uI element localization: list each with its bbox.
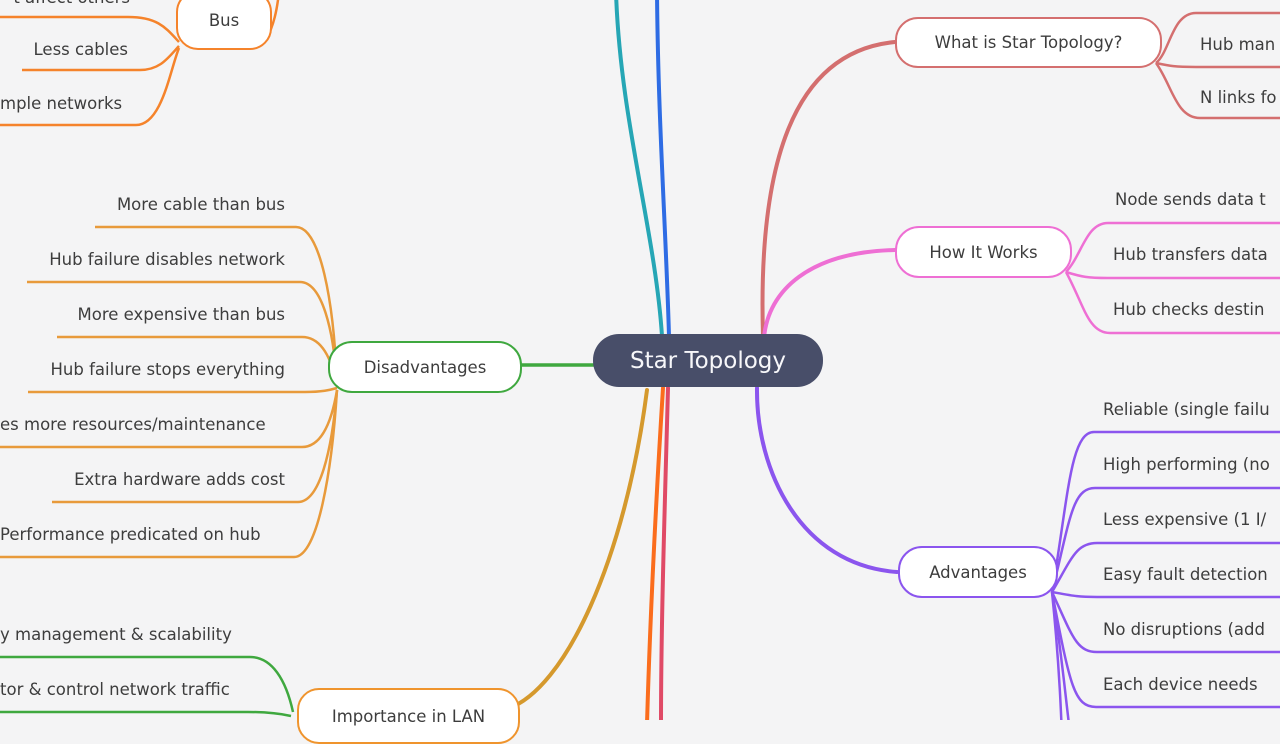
leaf-disadvantages-6[interactable]: Performance predicated on hub (0, 525, 261, 544)
link-advantages-offscreen-child-a (1050, 591, 1070, 720)
node-advantages-label: Advantages (929, 562, 1027, 582)
leaf-advantages-4[interactable]: No disruptions (add (1103, 620, 1265, 639)
link-advantages-offscreen-child-b (1050, 591, 1063, 720)
node-importance-in-lan[interactable]: Importance in LAN (297, 688, 520, 744)
underline-how-it-works-child-2 (1064, 271, 1280, 335)
node-how-it-works-label: How It Works (929, 242, 1038, 262)
node-what-is-star-topology[interactable]: What is Star Topology? (895, 17, 1162, 68)
node-bus-label: Bus (208, 10, 240, 30)
leaf-bus-1[interactable]: Less cables (33, 40, 128, 59)
underline-advantages-child-4 (1050, 591, 1280, 654)
leaf-how-it-works-0[interactable]: Node sends data t (1115, 190, 1266, 209)
leaf-advantages-1[interactable]: High performing (no (1103, 455, 1270, 474)
link-root-offscreen-orange (645, 386, 665, 720)
underline-disadvantages-child-6 (0, 389, 339, 559)
underline-how-it-works-child-0 (1065, 221, 1280, 273)
leaf-advantages-3[interactable]: Easy fault detection (1103, 565, 1268, 584)
link-root-importance (505, 388, 649, 711)
link-root-advantages (754, 386, 899, 574)
leaf-importance-1[interactable]: tor & control network traffic (0, 680, 230, 699)
underline-what-is-child-1 (1154, 62, 1280, 120)
node-star-topology-label: Star Topology (629, 347, 787, 374)
link-root-what-is (760, 40, 897, 338)
node-bus[interactable]: Bus (176, 0, 272, 50)
leaf-disadvantages-2[interactable]: More expensive than bus (77, 305, 285, 324)
underline-advantages-child-2 (1050, 541, 1280, 593)
leaf-advantages-2[interactable]: Less expensive (1 I/ (1103, 510, 1267, 529)
leaf-what-is-1[interactable]: N links fo (1200, 88, 1277, 107)
node-how-it-works[interactable]: How It Works (895, 226, 1072, 278)
underline-advantages-child-5 (1050, 591, 1280, 709)
leaf-bus-2[interactable]: mple networks (0, 94, 123, 113)
node-star-topology[interactable]: Star Topology (593, 334, 823, 387)
underline-bus-child-1 (22, 45, 180, 72)
underline-bus-child-2 (0, 47, 181, 127)
leaf-disadvantages-0[interactable]: More cable than bus (116, 195, 285, 214)
leaf-disadvantages-5[interactable]: Extra hardware adds cost (74, 470, 285, 489)
link-what-is-offscreen-child (1155, 11, 1280, 64)
leaf-importance-0[interactable]: y management & scalability (0, 625, 232, 644)
underline-how-it-works-child-1 (1065, 270, 1280, 280)
underline-advantages-child-0 (1050, 430, 1280, 593)
link-root-offscreen-teal (614, 0, 664, 338)
underline-advantages-child-1 (1050, 486, 1280, 593)
node-disadvantages[interactable]: Disadvantages (328, 341, 522, 393)
leaf-disadvantages-3[interactable]: Hub failure stops everything (50, 360, 285, 379)
link-root-how-it-works (762, 248, 897, 340)
leaf-disadvantages-1[interactable]: Hub failure disables network (49, 250, 285, 269)
leaf-how-it-works-1[interactable]: Hub transfers data (1113, 245, 1268, 264)
underline-what-is-child-0 (1155, 61, 1280, 69)
underline-advantages-child-3 (1051, 590, 1280, 599)
underline-importance-child-0 (0, 655, 295, 713)
node-what-is-label: What is Star Topology? (934, 33, 1123, 52)
leaf-bus-0[interactable]: t affect others (13, 0, 130, 9)
leaf-advantages-5[interactable]: Each device needs (1103, 675, 1258, 694)
underline-importance-child-1 (0, 710, 292, 718)
underline-bus-child-0 (0, 15, 180, 43)
link-root-offscreen-crimson (659, 386, 670, 720)
leaf-advantages-0[interactable]: Reliable (single failu (1103, 400, 1270, 419)
leaf-what-is-0[interactable]: Hub man (1200, 35, 1276, 54)
leaf-how-it-works-2[interactable]: Hub checks destin (1113, 300, 1265, 319)
node-disadvantages-label: Disadvantages (363, 357, 487, 377)
node-importance-label: Importance in LAN (331, 706, 486, 726)
underline-disadvantages-child-3 (28, 386, 338, 394)
leaf-disadvantages-4[interactable]: es more resources/maintenance (0, 415, 266, 434)
node-advantages[interactable]: Advantages (898, 546, 1058, 598)
link-root-offscreen-blue (655, 0, 671, 338)
